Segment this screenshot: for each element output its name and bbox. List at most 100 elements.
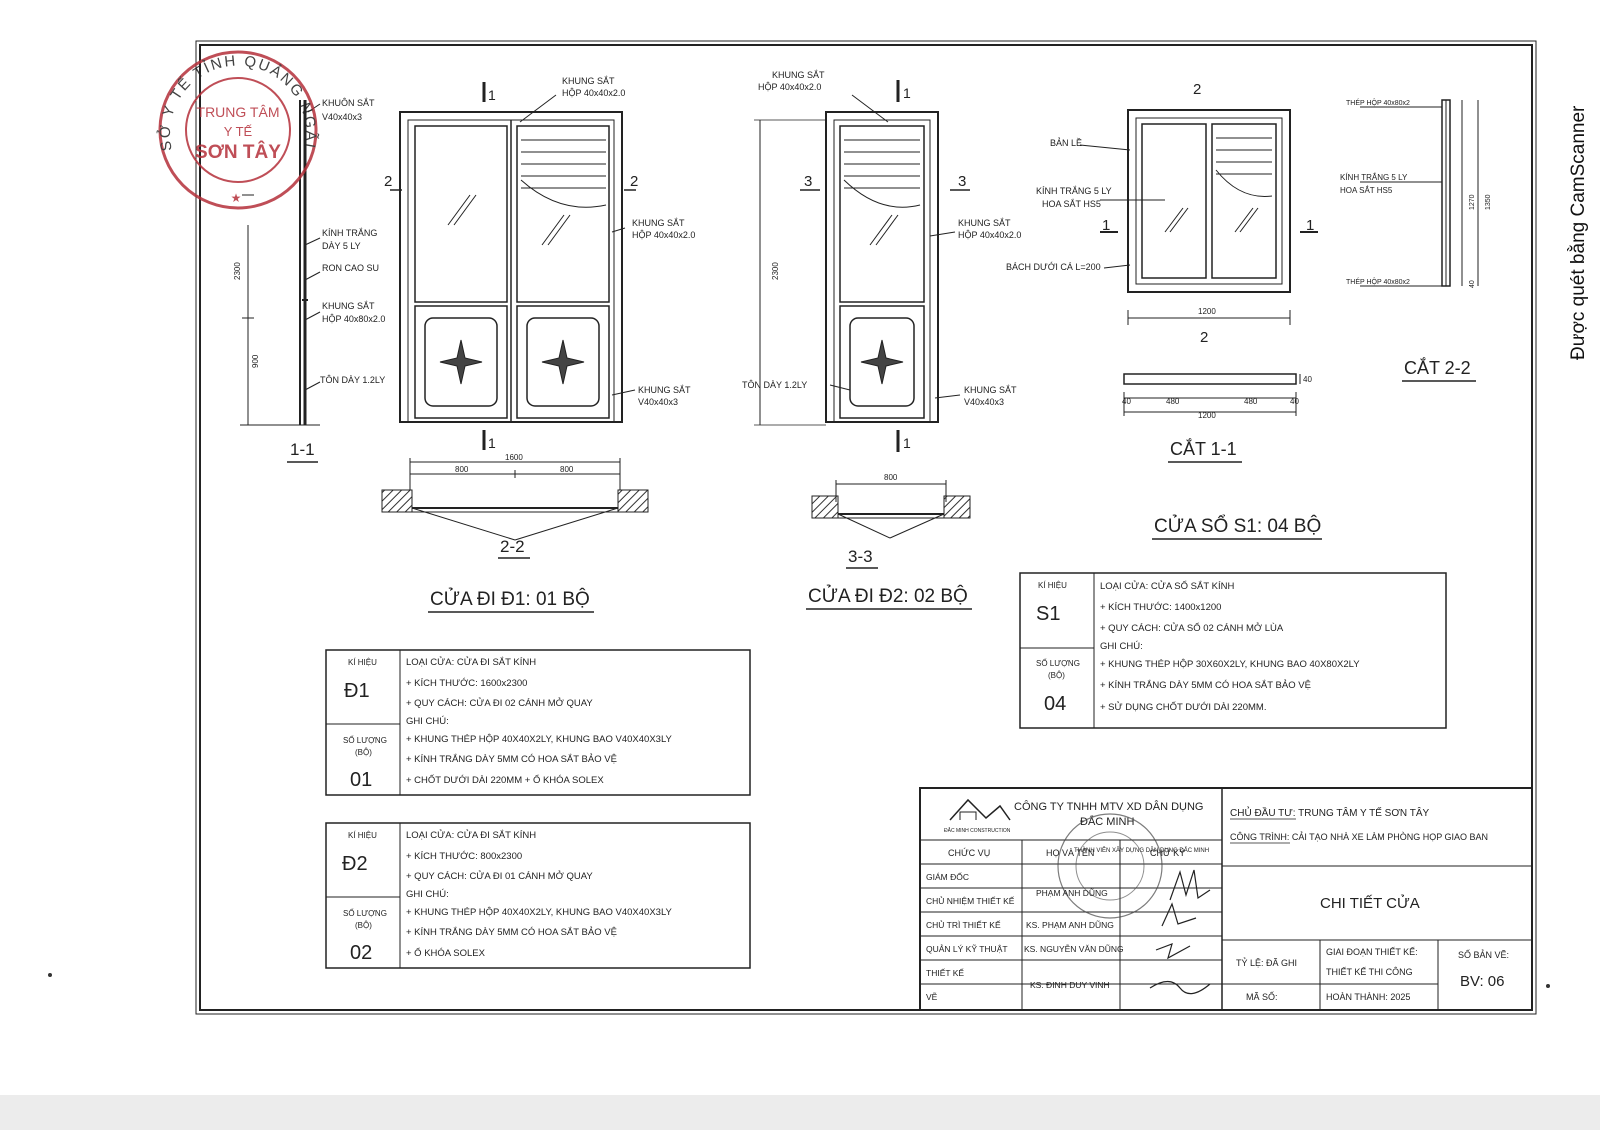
s1-width-dim: 1200 bbox=[1198, 307, 1216, 316]
door-d1-elevation bbox=[390, 82, 636, 450]
s1-spec-line-5: + KHUNG THÉP HỘP 30X60X2LY, KHUNG BAO 40… bbox=[1100, 659, 1360, 670]
stamp-center-line3: SƠN TÂY bbox=[195, 141, 281, 163]
name-thiet-ke: KS. ĐINH DUY VINH bbox=[1030, 980, 1110, 990]
d2-spec-line-7: + Ổ KHÓA SOLEX bbox=[406, 947, 486, 959]
s1-callout-bach: BÁCH DƯỚI CÁ L=200 bbox=[1006, 262, 1101, 272]
caption-1-1: 1-1 bbox=[290, 440, 315, 459]
d2-mark-3-right: 3 bbox=[958, 173, 966, 190]
d1-spec-line-7: + CHỐT DƯỚI DÀI 220MM + Ổ KHÓA SOLEX bbox=[406, 774, 604, 786]
s1-mark-1-left: 1 bbox=[1102, 217, 1110, 234]
official-stamp: SỞ Y TẾ TỈNH QUẢNG NGÃI TRUNG TÂM Y TẾ S… bbox=[156, 50, 318, 210]
scale: TỶ LỆ: ĐÃ GHI bbox=[1236, 957, 1297, 968]
d1-spec-qty: 01 bbox=[350, 769, 372, 791]
d1-spec-line-3: + QUY CÁCH: CỬA ĐI 02 CÁNH MỞ QUAY bbox=[406, 697, 593, 709]
d2-callout-khung-sat-top: KHUNG SẮT bbox=[772, 70, 825, 80]
d1-callout-v40-bottom: V40x40x3 bbox=[638, 397, 678, 407]
label-ron-cao-su: RON CAO SU bbox=[322, 263, 379, 273]
d2-mark-1-top: 1 bbox=[903, 85, 911, 101]
spec-table-s1 bbox=[1019, 572, 1447, 729]
stamp-center-line2: Y TẾ bbox=[224, 124, 253, 139]
s1-sec22-dim-40: 40 bbox=[1469, 280, 1476, 288]
d1-spec-qty-label: SỐ LƯỢNG bbox=[343, 735, 387, 745]
s1-spec-symbol-label: KÍ HIỆU bbox=[1038, 581, 1067, 590]
header-chuc-vu: CHỨC VỤ bbox=[948, 848, 990, 858]
d2-spec-symbol: Đ2 bbox=[342, 853, 368, 875]
d1-spec-line-1: LOẠI CỬA: CỬA ĐI SẮT KÍNH bbox=[406, 656, 536, 668]
door-d1-plan bbox=[381, 458, 649, 541]
role-thiet-ke: THIẾT KẾ bbox=[926, 968, 964, 978]
d1-spec-symbol-label: KÍ HIỆU bbox=[348, 658, 377, 667]
spec-table-d1 bbox=[325, 649, 751, 796]
d1-callout-hop-mid: HỘP 40x40x2.0 bbox=[632, 230, 695, 240]
s1-callout-kinh: KÍNH TRẮNG 5 LY bbox=[1036, 186, 1112, 196]
section-1-1 bbox=[240, 100, 320, 426]
code: MÃ SỐ: bbox=[1246, 991, 1278, 1002]
d2-spec-line-6: + KÍNH TRẮNG DÀY 5MM CÓ HOA SẮT BẢO VỆ bbox=[406, 926, 617, 938]
s1-spec-line-3: + QUY CÁCH: CỬA SỔ 02 CÁNH MỞ LÙA bbox=[1100, 622, 1284, 634]
company-stamp-inner bbox=[1075, 831, 1145, 901]
label-ton-day: TÔN DÀY 1.2LY bbox=[320, 375, 385, 385]
d1-dim-1600: 1600 bbox=[505, 453, 523, 462]
d1-spec-symbol: Đ1 bbox=[344, 680, 370, 702]
d1-dim-800-left: 800 bbox=[455, 465, 469, 474]
d1-mark-1-bottom: 1 bbox=[488, 435, 496, 451]
d2-callout-ton-day: TÔN DÀY 1.2LY bbox=[742, 380, 807, 390]
s1-sec22-hoa-sat: HOA SẮT HS5 bbox=[1340, 186, 1393, 195]
s1-spec-line-7: + SỬ DỤNG CHỐT DƯỚI DÀI 220MM. bbox=[1100, 701, 1266, 713]
logo-text: ĐẮC MINH CONSTRUCTION bbox=[944, 826, 1011, 834]
s1-sec-dim-40-right: 40 bbox=[1290, 397, 1299, 406]
s1-sec-dim-40-left: 40 bbox=[1122, 397, 1131, 406]
s1-caption-cat-2-2: CẮT 2-2 bbox=[1404, 357, 1471, 378]
s1-sec-dim-1200: 1200 bbox=[1198, 411, 1216, 420]
s1-spec-line-1: LOẠI CỬA: CỬA SỔ SẮT KÍNH bbox=[1100, 580, 1234, 592]
d2-spec-line-3: + QUY CÁCH: CỬA ĐI 01 CÁNH MỞ QUAY bbox=[406, 870, 593, 882]
s1-spec-line-2: + KÍCH THƯỚC: 1400x1200 bbox=[1100, 602, 1221, 613]
role-chu-tri: CHỦ TRÌ THIẾT KẾ bbox=[926, 919, 1001, 930]
d2-callout-khung-sat-bottom: KHUNG SẮT bbox=[964, 385, 1017, 395]
d1-callout-khung-sat-bottom: KHUNG SẮT bbox=[638, 385, 691, 395]
d2-mark-1-bottom: 1 bbox=[903, 435, 911, 451]
d2-callout-hop-top: HỘP 40x40x2.0 bbox=[758, 82, 821, 92]
d1-caption-2-2: 2-2 bbox=[500, 537, 525, 556]
s1-sec22-dim-1270: 1270 bbox=[1469, 194, 1476, 210]
d2-dim-2300: 2300 bbox=[771, 262, 780, 280]
spec-table-d2 bbox=[325, 822, 751, 969]
door-d2-plan bbox=[811, 480, 971, 539]
d2-spec-line-5: + KHUNG THÉP HỘP 40X40X2LY, KHUNG BAO V4… bbox=[406, 907, 673, 918]
s1-title: CỬA SỔ S1: 04 BỘ bbox=[1154, 515, 1321, 537]
window-s1-section-1-1 bbox=[1123, 373, 1301, 416]
d1-mark-2-left: 2 bbox=[384, 173, 392, 190]
s1-spec-qty: 04 bbox=[1044, 693, 1066, 715]
s1-callout-hoa-sat: HOA SẮT HS5 bbox=[1042, 199, 1101, 209]
completed: HOÀN THÀNH: 2025 bbox=[1326, 992, 1410, 1002]
d1-callout-hop-top: HỘP 40x40x2.0 bbox=[562, 88, 625, 98]
stamp-center-line1: TRUNG TÂM bbox=[197, 104, 280, 120]
header-ho-ten: HỌ VÀ TÊN bbox=[1046, 848, 1094, 858]
s1-sec-dim-40-side: 40 bbox=[1303, 375, 1312, 384]
d2-callout-v40-bottom: V40x40x3 bbox=[964, 397, 1004, 407]
label-kinh-day: DÀY 5 LY bbox=[322, 241, 361, 251]
name-chu-tri: KS. PHẠM ANH DŨNG bbox=[1026, 920, 1114, 930]
label-khuon-sat-size: V40x40x3 bbox=[322, 112, 362, 122]
stamp-star: ★ bbox=[231, 191, 242, 205]
s1-mark-2-bottom: 2 bbox=[1200, 329, 1208, 346]
label-khung-sat-size: HỘP 40x80x2.0 bbox=[322, 314, 385, 324]
d1-spec-line-2: + KÍCH THƯỚC: 1600x2300 bbox=[406, 678, 527, 689]
d2-spec-line-2: + KÍCH THƯỚC: 800x2300 bbox=[406, 851, 522, 862]
d2-caption-3-3: 3-3 bbox=[848, 547, 873, 566]
s1-mark-2-top: 2 bbox=[1193, 81, 1201, 98]
scan-dot bbox=[1546, 984, 1550, 988]
d1-spec-line-5: + KHUNG THÉP HỘP 40X40X2LY, KHUNG BAO V4… bbox=[406, 734, 673, 745]
header-chu-ky: CHỮ KÝ bbox=[1150, 848, 1185, 858]
d1-mark-2-right: 2 bbox=[630, 173, 638, 190]
d2-spec-qty-unit: (BỘ) bbox=[355, 921, 372, 930]
company-name: CÔNG TY TNHH MTV XD DÂN DỤNG bbox=[1014, 800, 1203, 813]
company-stamp bbox=[1057, 813, 1163, 919]
window-s1-section-2-2 bbox=[1360, 99, 1479, 287]
d2-spec-symbol-label: KÍ HIỆU bbox=[348, 831, 377, 840]
scan-dot bbox=[48, 973, 52, 977]
company-stamp-text: THÀNH VIÊN XÂY DỰNG DÂN DỤNG ĐẮC MINH bbox=[1074, 846, 1209, 854]
s1-sec22-thep-bottom: THÉP HỘP 40x80x2 bbox=[1346, 277, 1410, 286]
d2-spec-line-1: LOẠI CỬA: CỬA ĐI SẮT KÍNH bbox=[406, 829, 536, 841]
d1-spec-line-6: + KÍNH TRẮNG DÀY 5MM CÓ HOA SẮT BẢO VỆ bbox=[406, 753, 617, 765]
